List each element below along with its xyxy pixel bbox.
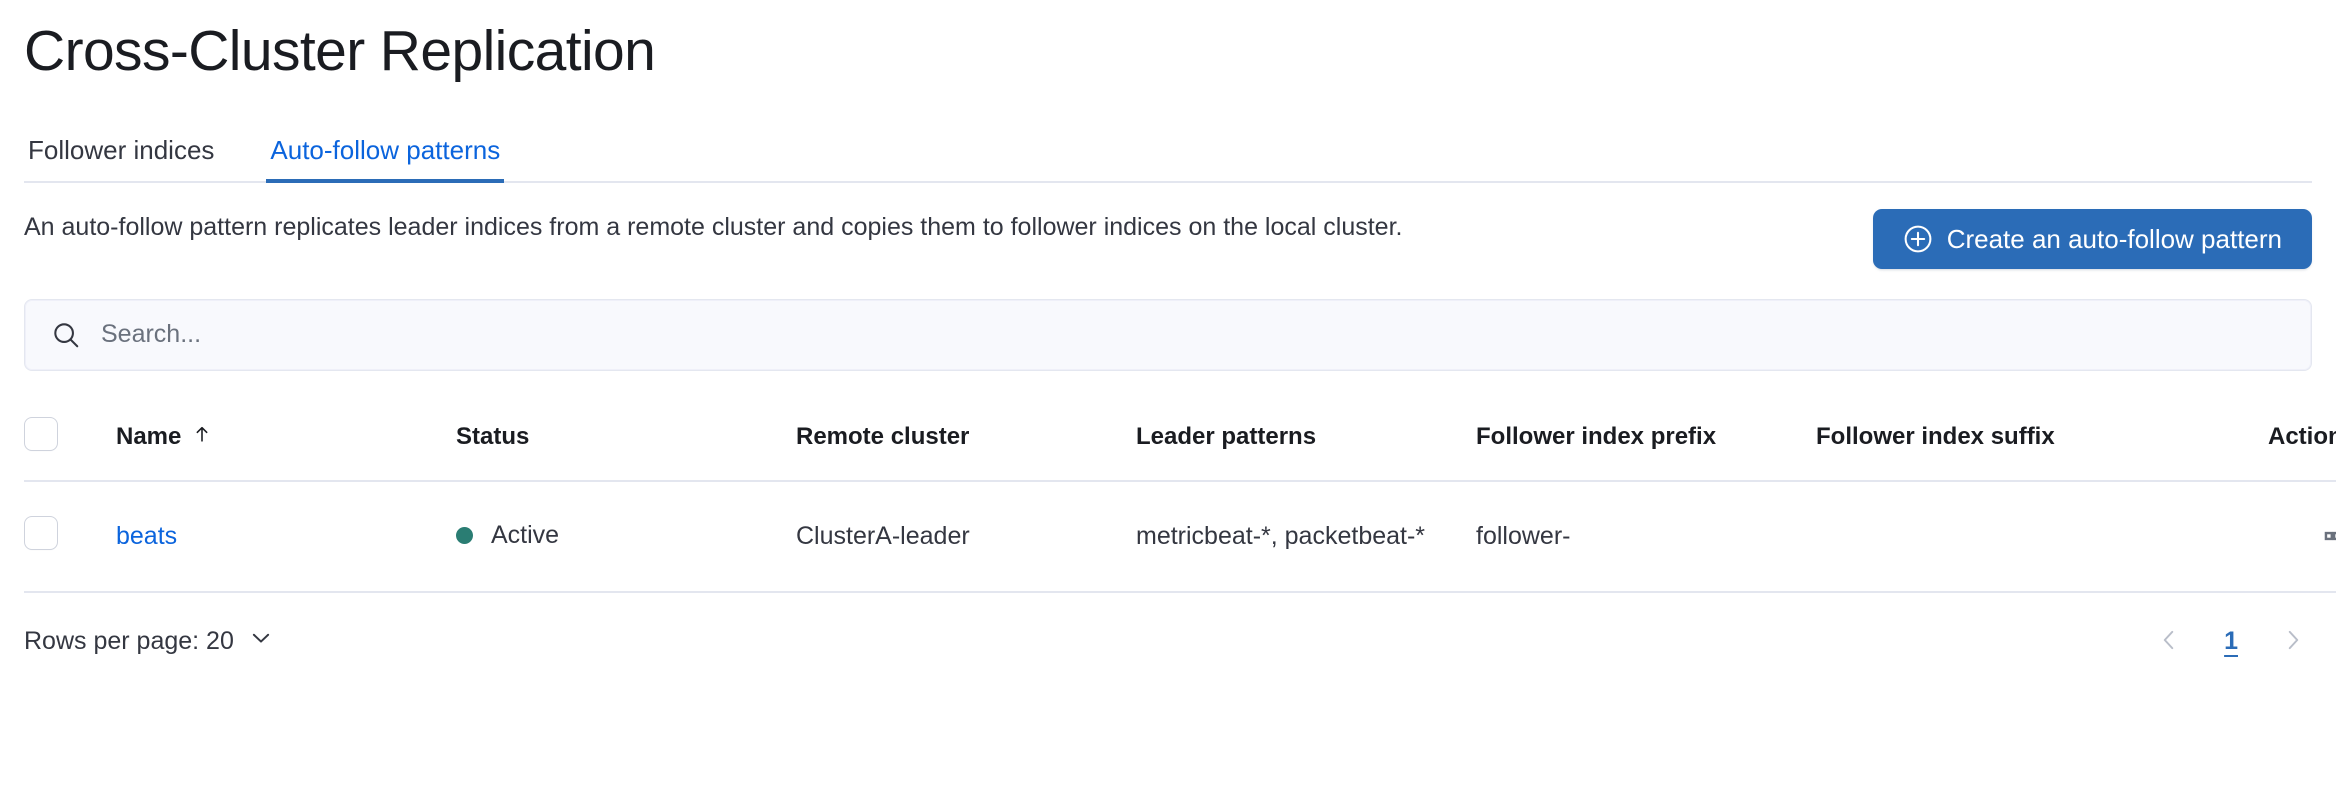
pagination-page-1[interactable]: 1: [2214, 625, 2248, 658]
tab-auto-follow-patterns[interactable]: Auto-follow patterns: [266, 137, 505, 183]
row-actions-menu-button[interactable]: [2216, 517, 2336, 555]
tab-bar: Follower indices Auto-follow patterns: [24, 121, 2312, 183]
row-checkbox[interactable]: [24, 515, 58, 550]
status-badge: Active: [456, 521, 559, 550]
pagination-next-button[interactable]: [2274, 621, 2312, 662]
column-follower-index-suffix: Follower index suffix: [1816, 394, 2216, 482]
row-actions-cell: [2216, 480, 2336, 593]
row-select-cell: [24, 480, 116, 593]
table-footer: Rows per page: 20 1: [24, 621, 2312, 662]
sort-by-name-button[interactable]: Name: [116, 423, 213, 452]
search-input[interactable]: [99, 319, 2285, 351]
column-actions: Actions: [2216, 394, 2336, 482]
table-body: beats Active ClusterA-leader metricbeat-…: [24, 480, 2336, 593]
page-title: Cross-Cluster Replication: [24, 19, 656, 83]
table-header: Name Status Remote cluster Leader patter…: [24, 394, 2336, 482]
search-wrap: [24, 298, 2312, 371]
search-icon: [51, 320, 81, 350]
select-all-checkbox[interactable]: [24, 416, 58, 451]
auto-follow-patterns-table: Name Status Remote cluster Leader patter…: [24, 394, 2336, 593]
boxes-horizontal-icon: [2324, 523, 2336, 549]
row-leader-patterns-cell: metricbeat-*, packetbeat-*: [1136, 480, 1476, 593]
status-label: Active: [491, 521, 560, 550]
table-row: beats Active ClusterA-leader metricbeat-…: [24, 480, 2336, 593]
table-header-row: Name Status Remote cluster Leader patter…: [24, 394, 2336, 482]
rows-per-page-label: Rows per page: 20: [24, 626, 234, 655]
page-description: An auto-follow pattern replicates leader…: [24, 212, 1403, 241]
plus-in-circle-icon: [1903, 224, 1933, 254]
chevron-left-icon: [2156, 627, 2182, 656]
column-name-label: Name: [116, 423, 182, 451]
row-status-cell: Active: [456, 480, 796, 593]
row-follower-index-suffix-cell: [1816, 480, 2216, 593]
column-name: Name: [116, 394, 456, 482]
status-dot-icon: [456, 527, 473, 545]
column-remote-cluster: Remote cluster: [796, 394, 1136, 482]
create-auto-follow-pattern-label: Create an auto-follow pattern: [1946, 223, 2282, 254]
auto-follow-pattern-link[interactable]: beats: [116, 521, 178, 550]
row-remote-cluster-cell: ClusterA-leader: [796, 480, 1136, 593]
column-status: Status: [456, 394, 796, 482]
create-auto-follow-pattern-button[interactable]: Create an auto-follow pattern: [1872, 208, 2312, 269]
sort-asc-arrow-icon: [191, 423, 213, 452]
pagination-previous-button[interactable]: [2150, 621, 2188, 662]
column-follower-index-prefix: Follower index prefix: [1476, 394, 1816, 482]
tab-follower-indices[interactable]: Follower indices: [24, 137, 218, 181]
rows-per-page-button[interactable]: Rows per page: 20: [24, 625, 274, 658]
column-leader-patterns: Leader patterns: [1136, 394, 1476, 482]
row-follower-index-prefix-cell: follower-: [1476, 480, 1816, 593]
row-name-cell: beats: [116, 480, 456, 593]
column-select-all: [24, 394, 116, 482]
description-row: An auto-follow pattern replicates leader…: [24, 208, 2312, 269]
pagination: 1: [2150, 621, 2312, 662]
chevron-down-icon: [248, 625, 274, 658]
chevron-right-icon: [2280, 627, 2306, 656]
search-box[interactable]: [24, 298, 2312, 371]
